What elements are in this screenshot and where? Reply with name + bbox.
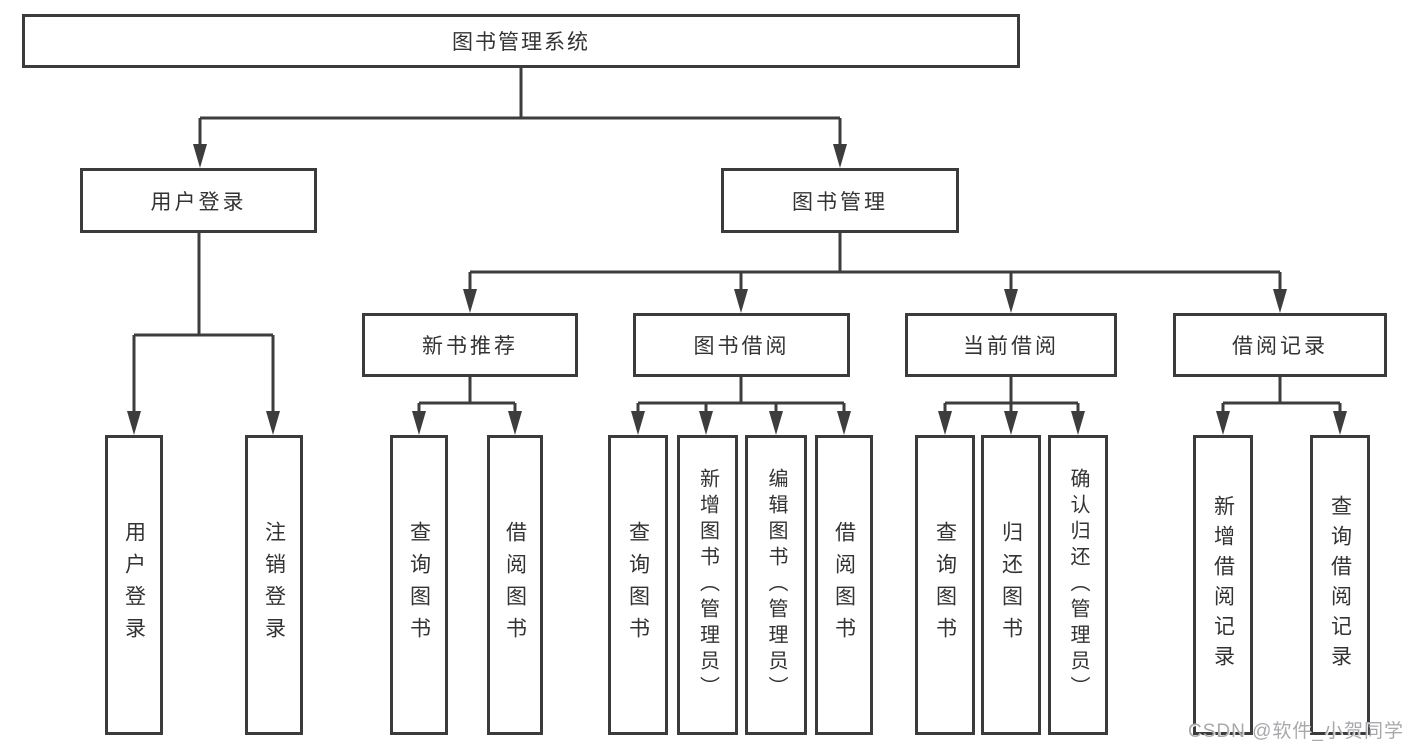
leaf-add-books-admin-label: 新增图书（管理员） xyxy=(696,468,719,702)
leaf-edit-books-admin: 编辑图书（管理员） xyxy=(745,435,807,735)
connector-root-to-level2 xyxy=(193,68,847,168)
node-book-borrowing-label: 图书借阅 xyxy=(693,335,790,358)
leaf-logout: 注销登录 xyxy=(245,435,303,735)
leaf-newrec-borrow-books-label: 借阅图书 xyxy=(503,521,527,649)
leaf-borrow-query-books-label: 查询图书 xyxy=(626,521,650,649)
node-book-borrowing: 图书借阅 xyxy=(633,313,850,377)
leaf-add-borrow-record-label: 新增借阅记录 xyxy=(1211,495,1235,675)
leaf-user-login: 用户登录 xyxy=(105,435,163,735)
leaf-edit-books-admin-label: 编辑图书（管理员） xyxy=(765,468,787,702)
connector-userlogin-to-leaves xyxy=(127,233,280,435)
leaf-return-books-label: 归还图书 xyxy=(999,521,1023,649)
leaf-confirm-return-admin-label: 确认归还（管理员） xyxy=(1067,468,1089,702)
node-current-borrowing: 当前借阅 xyxy=(905,313,1117,377)
connector-newrec-to-leaves xyxy=(412,377,522,435)
leaf-query-borrow-record: 查询借阅记录 xyxy=(1310,435,1370,735)
connector-bookborrow-to-leaves xyxy=(631,377,851,435)
leaf-borrow-books-label: 借阅图书 xyxy=(832,521,856,649)
node-borrowing-records: 借阅记录 xyxy=(1173,313,1387,377)
node-new-book-recommendation: 新书推荐 xyxy=(362,313,578,377)
node-book-management: 图书管理 xyxy=(721,168,959,233)
leaf-newrec-query-books-label: 查询图书 xyxy=(407,521,431,649)
leaf-user-login-label: 用户登录 xyxy=(122,521,146,649)
node-borrowing-records-label: 借阅记录 xyxy=(1232,335,1328,358)
leaf-borrow-query-books: 查询图书 xyxy=(608,435,668,735)
node-current-borrowing-label: 当前借阅 xyxy=(963,335,1059,358)
leaf-newrec-borrow-books: 借阅图书 xyxy=(487,435,543,735)
leaf-current-query-books: 查询图书 xyxy=(915,435,975,735)
leaf-logout-label: 注销登录 xyxy=(262,521,286,649)
watermark-csdn: CSDN @软件_小贺同学 xyxy=(1188,721,1404,742)
connector-curborrow-to-leaves xyxy=(938,377,1085,435)
node-book-management-label: 图书管理 xyxy=(792,190,888,214)
node-library-system: 图书管理系统 xyxy=(22,14,1020,68)
leaf-add-borrow-record: 新增借阅记录 xyxy=(1193,435,1253,735)
connector-borrowrec-to-leaves xyxy=(1216,377,1347,435)
leaf-return-books: 归还图书 xyxy=(981,435,1041,735)
node-user-login-label: 用户登录 xyxy=(150,190,247,214)
leaf-confirm-return-admin: 确认归还（管理员） xyxy=(1048,435,1108,735)
connector-bookmgmt-to-level3 xyxy=(463,233,1287,313)
leaf-newrec-query-books: 查询图书 xyxy=(390,435,448,735)
node-new-book-recommendation-label: 新书推荐 xyxy=(422,335,518,358)
leaf-borrow-books: 借阅图书 xyxy=(815,435,873,735)
leaf-current-query-books-label: 查询图书 xyxy=(933,521,957,649)
node-user-login: 用户登录 xyxy=(80,168,317,233)
node-library-system-label: 图书管理系统 xyxy=(452,31,590,54)
leaf-query-borrow-record-label: 查询借阅记录 xyxy=(1328,495,1352,675)
leaf-add-books-admin: 新增图书（管理员） xyxy=(677,435,738,735)
